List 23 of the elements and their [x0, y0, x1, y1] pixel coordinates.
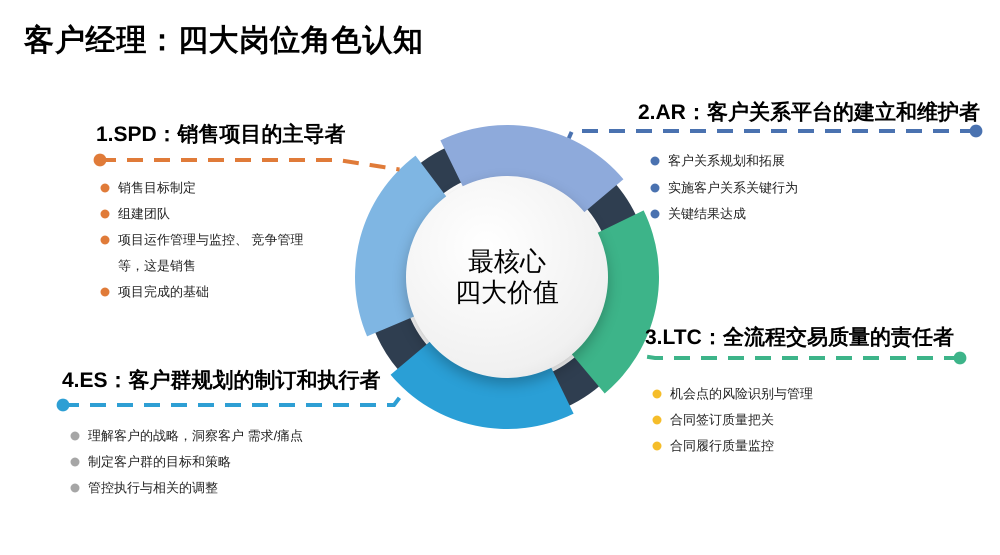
dashed-connector [94, 154, 400, 172]
ring-segment [440, 125, 624, 213]
bullet-text: 合同履行质量监控 [670, 437, 775, 455]
section-heading: 4.ES：客户群规划的制订和执行者 [62, 365, 381, 408]
bullet-text: 制定客户群的目标和策略 [88, 453, 232, 471]
ring-segment [355, 156, 447, 336]
bullet-text: 关键结果达成 [668, 205, 747, 223]
section-heading: 1.SPD：销售项目的主导者 [96, 119, 346, 162]
bullet-text: 理解客户的战略，洞察客户 需求/痛点 [88, 427, 304, 445]
bullet-text: 机会点的风险识别与管理 [670, 385, 814, 403]
bullet-text: 合同签订质量把关 [670, 411, 775, 429]
ring-segment [390, 341, 574, 429]
bullet-text: 管控执行与相关的调整 [88, 479, 219, 497]
section-heading: 3.LTC：全流程交易质量的责任者 [645, 322, 954, 364]
bullet-text: 组建团队 [118, 205, 171, 223]
title: 客户经理：四大岗位角色认知 [24, 22, 424, 59]
bullet-text: 销售目标制定 [118, 179, 197, 197]
section-heading: 2.AR：客户关系平台的建立和维护者 [638, 97, 980, 138]
bullet-text: 客户关系规划和拓展 [668, 152, 786, 170]
bullet-text: 实施客户关系关键行为 [668, 179, 799, 197]
dashed-connector [567, 124, 982, 139]
bullet-text: 项目运作管理与监控、 竞争管理等，这是销售 [118, 231, 305, 275]
bullet-text: 项目完成的基础 [118, 283, 210, 301]
